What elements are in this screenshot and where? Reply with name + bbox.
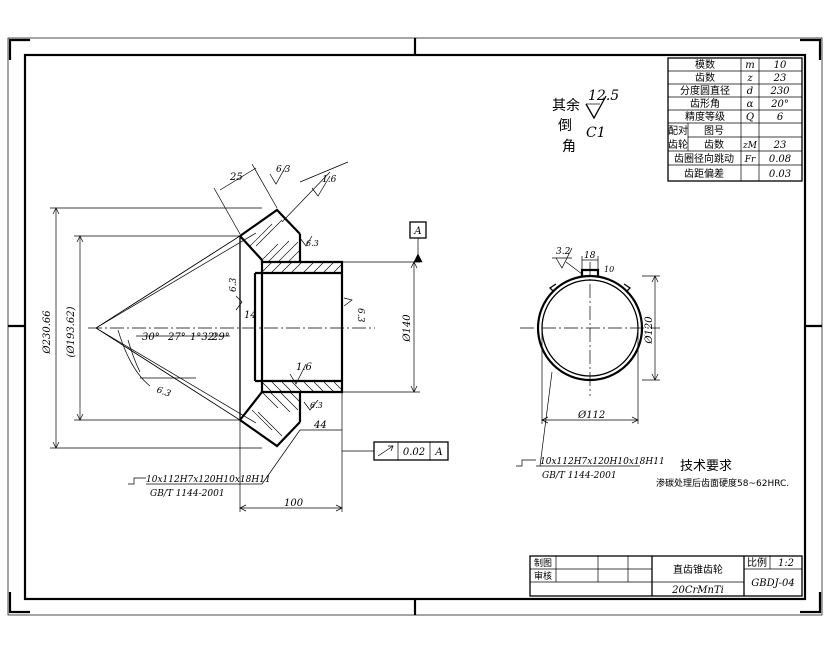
row-value: 23 <box>773 73 787 84</box>
dim-angle: 30° <box>142 332 160 343</box>
dim-rough-63: 6.3 <box>276 165 291 175</box>
dim-dia-outer: Ø230.66 <box>42 310 53 355</box>
runout-arrow-icon <box>377 445 394 457</box>
drawing-no: GBDJ-04 <box>751 578 794 589</box>
part-name: 直齿锥齿轮 <box>673 563 723 576</box>
dim-angle: 27° <box>167 332 186 343</box>
sheet-border <box>7 37 823 616</box>
deviation-label: 齿距偏差 <box>684 167 724 180</box>
dim-angle: 1°32' <box>190 332 217 343</box>
drawing-no-label: 图号 <box>704 125 724 137</box>
checked-label: 审核 <box>534 570 552 582</box>
teeth-label: 齿数 <box>704 138 724 151</box>
row-label: 模数 <box>695 58 715 71</box>
row-symbol: α <box>747 99 754 110</box>
row-symbol: d <box>747 86 753 97</box>
mating-label: 齿轮 <box>668 138 688 151</box>
dim-width-25: 25 <box>229 172 243 183</box>
section-hatch <box>249 219 343 437</box>
dim-len-100: 100 <box>284 498 304 509</box>
material: 20CrMnTi <box>671 585 724 596</box>
dim-rough-cone-lower: 6.3 <box>155 385 172 399</box>
row-value: 230 <box>769 86 790 97</box>
dim-rough-63-inner: 6.3 <box>355 308 365 323</box>
spline-std: GB/T 1144-2001 <box>150 489 225 499</box>
roughness-symbol-icon <box>585 95 607 120</box>
rest-label: 其余 <box>552 97 580 114</box>
runout-label: 齿圈径向跳动 <box>674 152 734 165</box>
row-symbol: Q <box>746 112 754 123</box>
mating-label: 配对 <box>668 124 688 137</box>
row-label: 齿数 <box>695 71 715 84</box>
runout-symbol: Fr <box>744 155 756 165</box>
dim-dia-pitch: (Ø193.62) <box>66 306 77 357</box>
row-label: 精度等级 <box>685 110 725 123</box>
drawn-label: 制图 <box>534 557 552 569</box>
dim-rough-63-left: 6.3 <box>229 277 239 292</box>
spline-spec: 10x112H7x120H10x18H11 <box>146 475 271 485</box>
tolerance-frame: 0.02 A <box>342 441 449 461</box>
dim-rough-32: 3.2 <box>556 247 571 257</box>
row-value: 10 <box>774 60 787 71</box>
row-label: 分度圆直径 <box>680 84 730 97</box>
dim-key-width: 18 <box>584 251 596 261</box>
tech-title: 技术要求 <box>680 459 732 474</box>
title-block: 制图 审核 直齿锥齿轮 20CrMnTi 比例 1:2 GBDJ-04 <box>529 555 803 597</box>
chamfer-value: C1 <box>586 125 606 141</box>
scale-label: 比例 <box>747 556 767 569</box>
row-symbol: z <box>746 73 753 84</box>
dim-dia-120: Ø120 <box>644 316 655 345</box>
side-spline-std: GB/T 1144-2001 <box>542 471 617 481</box>
chamfer-label: 倒 <box>558 118 572 134</box>
rough-value: 12.5 <box>588 88 619 104</box>
dim-dia-112: Ø112 <box>577 410 605 421</box>
spline-callout: 10x112H7x120H10x18H11 GB/T 1144-2001 <box>128 429 301 499</box>
runout-value: 0.08 <box>769 154 791 165</box>
teeth-symbol: zM <box>742 141 758 151</box>
dim-len-44: 44 <box>313 420 327 431</box>
teeth-value: 23 <box>773 140 787 151</box>
dim-dia-140: Ø140 <box>402 314 413 343</box>
row-value: 6 <box>777 112 784 123</box>
deviation-value: 0.03 <box>769 169 791 180</box>
dim-rough-16-top: 1.6 <box>322 175 337 185</box>
tech-line: 渗碳处理后齿面硬度58~62HRC. <box>656 477 789 489</box>
dim-width-14: 14 <box>244 310 257 321</box>
dim-angle: 29° <box>211 332 230 343</box>
row-symbol: m <box>745 60 754 71</box>
datum-label: A <box>413 226 421 237</box>
roughness-symbol-icon <box>269 161 349 185</box>
tolerance-value: 0.02 <box>403 447 425 458</box>
dim-rough-63-cone: 6.3 <box>306 239 319 248</box>
side-view: 18 10 3.2 Ø120 Ø112 10x112H7x120H10x18H1… <box>516 247 665 481</box>
surface-note: 其余 12.5 倒 角 C1 <box>552 88 619 155</box>
tolerance-datum: A <box>434 447 442 458</box>
row-value: 20° <box>770 99 789 110</box>
spline-callout: 10x112H7x120H10x18H11 GB/T 1144-2001 <box>516 371 665 481</box>
gear-parameter-table: 模数 m 10 齿数 z 23 分度圆直径 d 230 齿形角 α 20° 精度… <box>667 57 803 182</box>
main-section-view: Ø230.66 (Ø193.62) 25 6.3 1.6 6.3 6.3 6.3… <box>42 161 449 512</box>
dim-key-tol: 10 <box>604 265 614 274</box>
scale-value: 1:2 <box>778 558 794 569</box>
dim-rough-63-bottom: 6.3 <box>310 401 323 410</box>
datum-a-symbol: A <box>409 221 427 263</box>
tech-requirements: 技术要求 渗碳处理后齿面硬度58~62HRC. <box>656 459 789 489</box>
side-spline-spec: 10x112H7x120H10x18H11 <box>540 457 665 467</box>
chamfer-label: 角 <box>562 139 576 155</box>
row-label: 齿形角 <box>690 98 720 110</box>
